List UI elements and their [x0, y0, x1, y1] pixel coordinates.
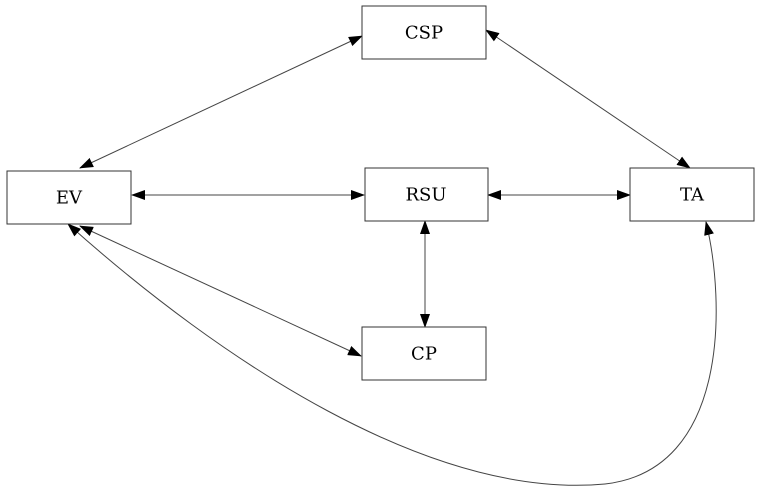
- edges: [68, 30, 716, 485]
- node-cp: CP: [362, 327, 486, 380]
- node-ev: EV: [7, 171, 131, 224]
- node-rsu-label: RSU: [405, 185, 446, 206]
- edge-ev-cp: [80, 226, 361, 356]
- edge-csp-ta: [486, 30, 690, 168]
- node-rsu: RSU: [365, 168, 488, 221]
- node-cp-label: CP: [411, 344, 437, 365]
- node-csp-label: CSP: [405, 23, 443, 44]
- node-ta: TA: [630, 168, 754, 221]
- node-ev-label: EV: [56, 188, 83, 209]
- edge-ev-csp: [80, 36, 362, 168]
- node-csp: CSP: [362, 6, 486, 59]
- node-ta-label: TA: [680, 185, 705, 206]
